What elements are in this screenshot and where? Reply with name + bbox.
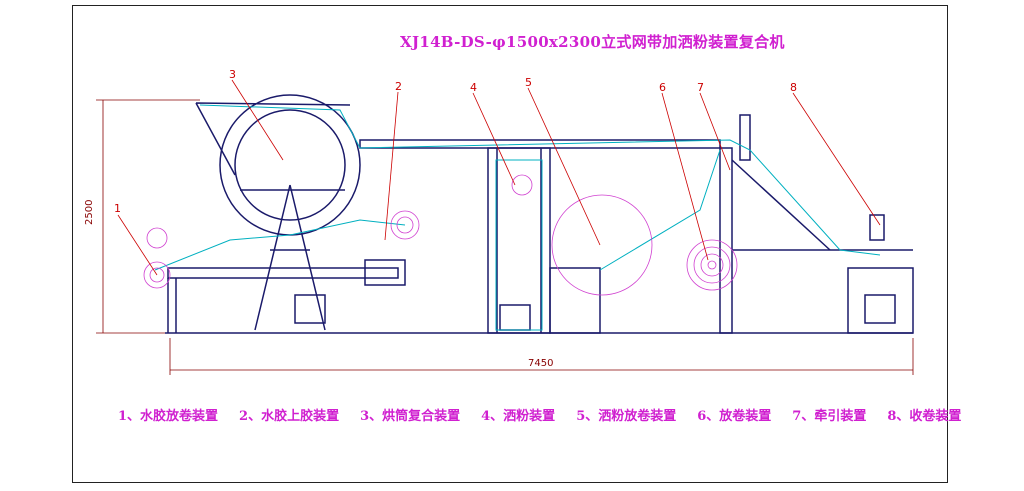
machine-frame xyxy=(165,94,914,334)
callout-5: 5 xyxy=(525,76,532,89)
height-dimension-text: 2500 xyxy=(84,200,95,225)
legend-item: 7、牵引装置 xyxy=(792,409,867,424)
legend-item: 5、洒粉放卷装置 xyxy=(576,409,677,424)
dimension-height xyxy=(96,99,200,334)
callout-3: 3 xyxy=(229,68,236,81)
component-legend: 1、水胶放卷装置 2、水胶上胶装置 3、烘筒复合装置 4、洒粉装置 5、洒粉放卷… xyxy=(118,405,961,424)
callout-8: 8 xyxy=(790,81,797,94)
legend-item: 3、烘筒复合装置 xyxy=(360,409,461,424)
rolls xyxy=(143,174,738,296)
legend-item: 6、放卷装置 xyxy=(697,409,772,424)
callout-2: 2 xyxy=(395,80,402,93)
drawing-title: XJ14B-DS-φ1500x2300立式网带加洒粉装置复合机 xyxy=(400,33,785,51)
callout-7: 7 xyxy=(697,81,704,94)
dimension-length xyxy=(169,338,914,375)
callout-6: 6 xyxy=(659,81,666,94)
callout-4: 4 xyxy=(470,81,477,94)
legend-item: 2、水胶上胶装置 xyxy=(239,409,340,424)
drawing-frame xyxy=(72,5,948,483)
callout-1: 1 xyxy=(114,202,121,215)
legend-item: 4、洒粉装置 xyxy=(481,409,556,424)
web-path xyxy=(154,104,881,331)
legend-item: 1、水胶放卷装置 xyxy=(118,409,219,424)
legend-item: 8、收卷装置 xyxy=(887,409,962,424)
length-dimension-text: 7450 xyxy=(528,358,553,369)
callout-leaders xyxy=(117,79,881,276)
